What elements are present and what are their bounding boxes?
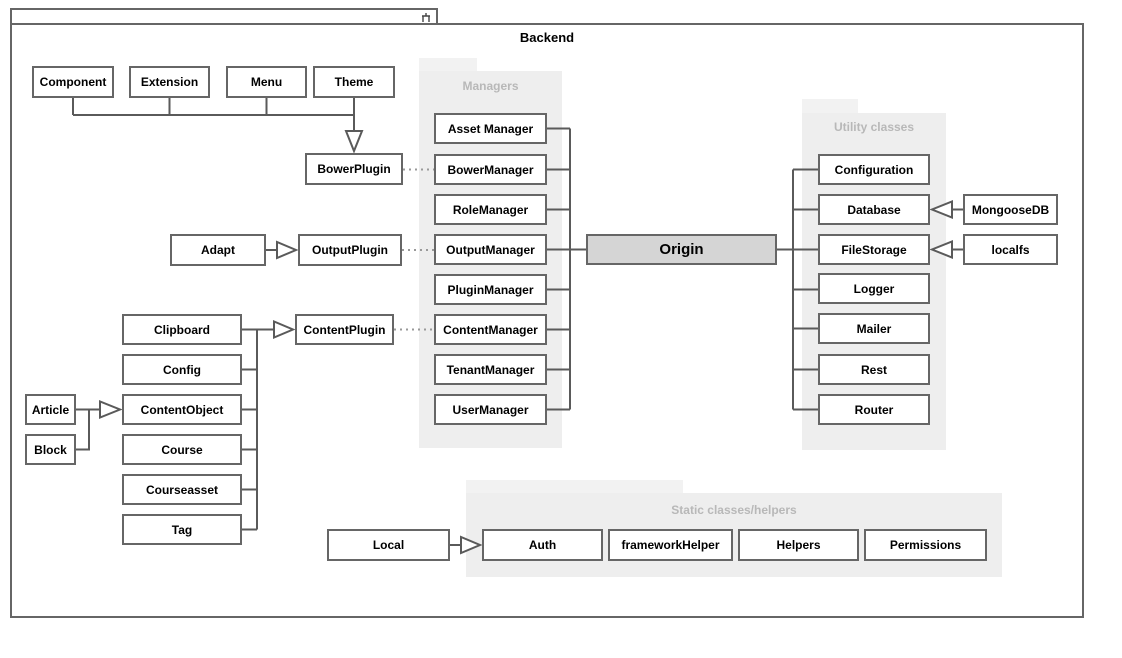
node-contentplugin[interactable]: ContentPlugin: [295, 314, 394, 345]
node-configuration[interactable]: Configuration: [818, 154, 930, 185]
node-rolemanager[interactable]: RoleManager: [434, 194, 547, 225]
node-course[interactable]: Course: [122, 434, 242, 465]
node-mongoosedb[interactable]: MongooseDB: [963, 194, 1058, 225]
node-rest[interactable]: Rest: [818, 354, 930, 385]
node-database[interactable]: Database: [818, 194, 930, 225]
frame-title: Backend: [519, 30, 575, 45]
node-tag[interactable]: Tag: [122, 514, 242, 545]
node-bowerplugin[interactable]: BowerPlugin: [305, 153, 403, 185]
node-auth[interactable]: Auth: [482, 529, 603, 561]
node-permissions[interactable]: Permissions: [864, 529, 987, 561]
node-article[interactable]: Article: [25, 394, 76, 425]
node-adapt[interactable]: Adapt: [170, 234, 266, 266]
node-usermanager[interactable]: UserManager: [434, 394, 547, 425]
node-assetmanager[interactable]: Asset Manager: [434, 113, 547, 144]
node-contentmanager[interactable]: ContentManager: [434, 314, 547, 345]
node-tenantmanager[interactable]: TenantManager: [434, 354, 547, 385]
node-outputplugin[interactable]: OutputPlugin: [298, 234, 402, 266]
node-outputmanager[interactable]: OutputManager: [434, 234, 547, 265]
node-origin[interactable]: Origin: [586, 234, 777, 265]
node-router[interactable]: Router: [818, 394, 930, 425]
node-pluginmanager[interactable]: PluginManager: [434, 274, 547, 305]
node-menu[interactable]: Menu: [226, 66, 307, 98]
node-local[interactable]: Local: [327, 529, 450, 561]
node-contentobject[interactable]: ContentObject: [122, 394, 242, 425]
node-extension[interactable]: Extension: [129, 66, 210, 98]
node-bowermanager[interactable]: BowerManager: [434, 154, 547, 185]
node-theme[interactable]: Theme: [313, 66, 395, 98]
node-logger[interactable]: Logger: [818, 273, 930, 304]
node-clipboard[interactable]: Clipboard: [122, 314, 242, 345]
node-block[interactable]: Block: [25, 434, 76, 465]
group-tab-utility-classes[interactable]: [802, 99, 858, 113]
node-component[interactable]: Component: [32, 66, 114, 98]
node-helpers[interactable]: Helpers: [738, 529, 859, 561]
group-tab-static-classes-helpers[interactable]: [466, 480, 683, 493]
node-mailer[interactable]: Mailer: [818, 313, 930, 344]
backend-frame-tab[interactable]: [10, 8, 438, 23]
node-localfs[interactable]: localfs: [963, 234, 1058, 265]
node-courseasset[interactable]: Courseasset: [122, 474, 242, 505]
node-frameworkhelper[interactable]: frameworkHelper: [608, 529, 733, 561]
group-tab-managers[interactable]: [419, 58, 477, 71]
node-filestorage[interactable]: FileStorage: [818, 234, 930, 265]
frame-fold-icon: [422, 13, 430, 22]
node-config[interactable]: Config: [122, 354, 242, 385]
